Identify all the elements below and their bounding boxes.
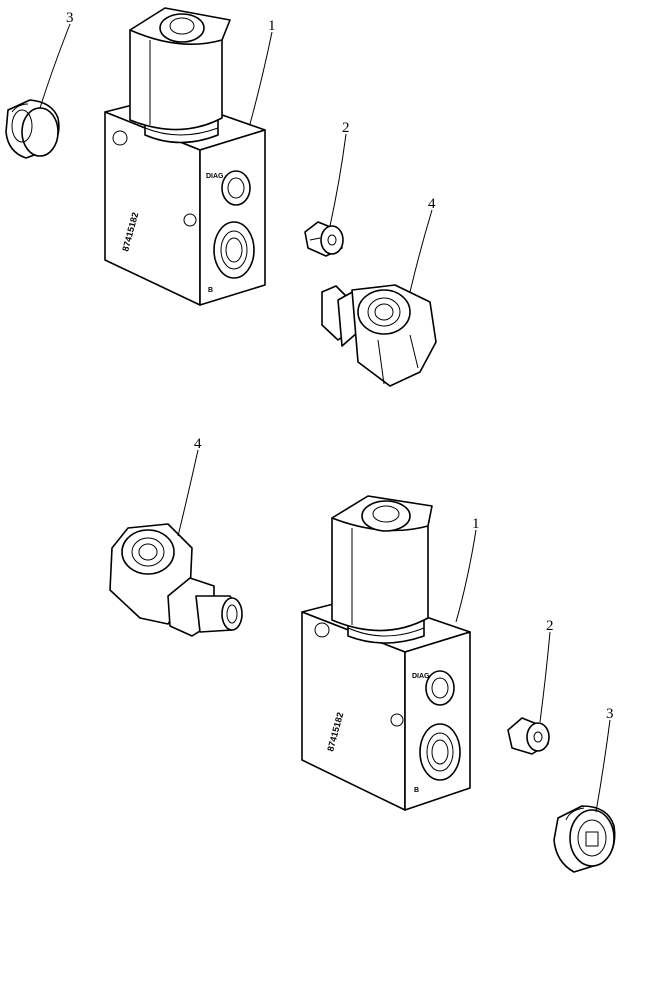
valve-block-bottom: 87415182 DIAG B: [301, 495, 471, 811]
callout-valve-top: 1: [268, 18, 276, 34]
elbow-fitting-top: [321, 284, 437, 387]
small-plug-bottom: [507, 717, 550, 755]
elbow-fitting-bottom: [109, 523, 243, 637]
plug-bottom: [553, 805, 616, 873]
port-diag-label-bottom: DIAG: [412, 673, 430, 680]
callout-elbow-top: 4: [428, 196, 436, 212]
small-plug-top: [304, 221, 344, 257]
callout-plug-top: 3: [66, 10, 74, 26]
assembly-bottom: 87415182 DIAG B 4 1 2 3: [109, 436, 616, 873]
port-b-label-bottom: B: [414, 787, 419, 794]
callout-elbow-bottom: 4: [194, 436, 202, 452]
port-b-label-top: B: [208, 287, 213, 294]
callout-small-plug-top: 2: [342, 120, 350, 136]
callout-valve-bottom: 1: [472, 516, 480, 532]
callout-plug-bottom: 3: [606, 706, 614, 722]
port-diag-label-top: DIAG: [206, 173, 224, 180]
plug-top: [5, 99, 60, 159]
assembly-top: 87415182 DIAG B 3: [5, 7, 437, 387]
leaders-top: [39, 23, 433, 293]
leaders-bottom: [177, 449, 611, 813]
valve-block-top: 87415182 DIAG B: [104, 7, 266, 306]
callout-small-plug-bottom: 2: [546, 618, 554, 634]
